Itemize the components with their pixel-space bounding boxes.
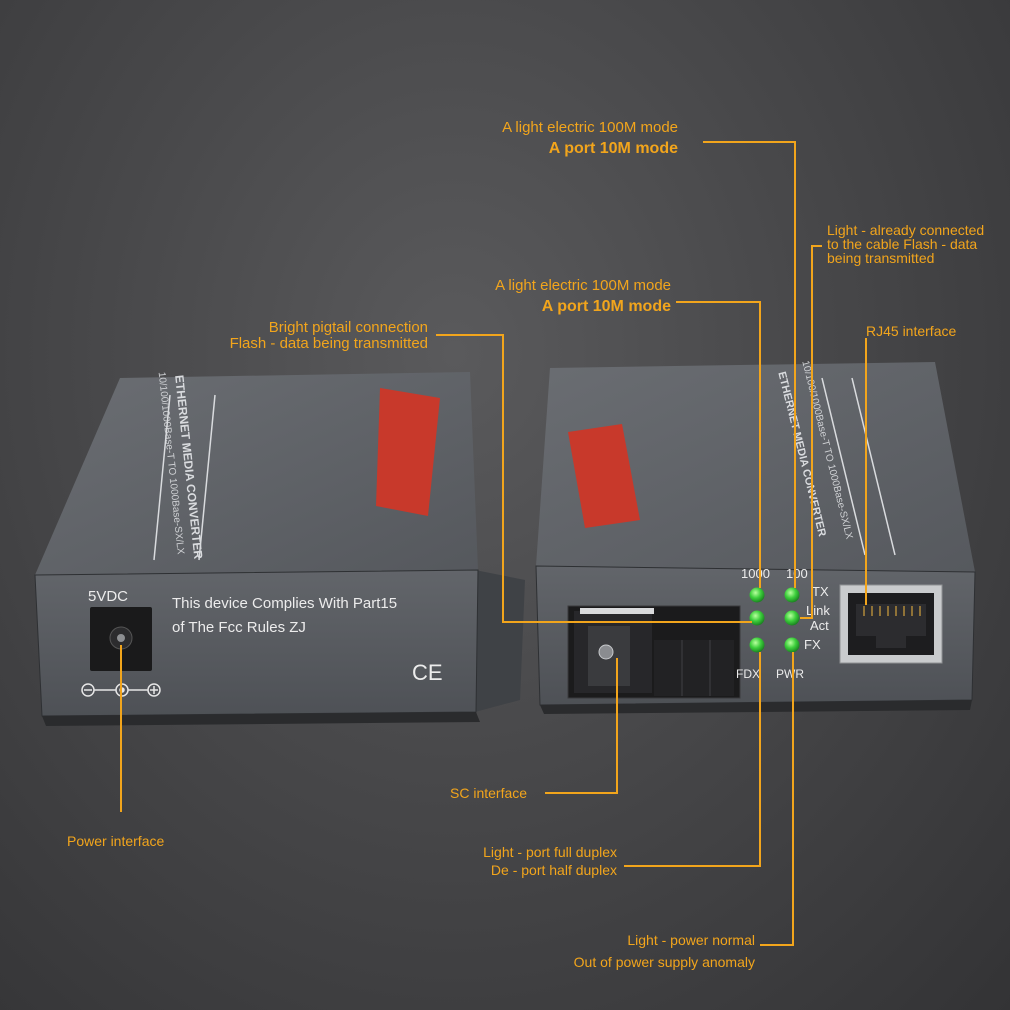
annotation-pwr-line1: Light - power normal xyxy=(627,932,755,948)
annotation-power: Power interface xyxy=(67,833,165,849)
led-label-fx: FX xyxy=(804,637,821,652)
led-label-pwr: PWR xyxy=(776,667,804,681)
led-label-link: Link xyxy=(806,603,830,618)
sc-fiber-port xyxy=(567,605,741,699)
annotation-fdx-line1: Light - port full duplex xyxy=(483,844,617,860)
annotation-pigtail-line2: Flash - data being transmitted xyxy=(229,335,428,352)
annotation-link-act-line1: Light - already connected xyxy=(827,222,985,238)
annotation-led-1000-line1: A light electric 100M mode xyxy=(495,277,671,294)
led-100 xyxy=(784,587,800,603)
right-media-converter: ETHERNET MEDIA CONVERTER 10/100/1000Base… xyxy=(535,360,976,714)
right-brand-label xyxy=(568,424,640,528)
led-label-100: 100 xyxy=(786,566,808,581)
led-fdx xyxy=(749,637,765,653)
led-panel xyxy=(749,587,800,653)
annotation-led-1000: A light electric 100M mode A port 10M mo… xyxy=(460,277,671,315)
annotation-link-act: Light - already connected to the cable F… xyxy=(827,223,984,265)
compliance-line-2: of The Fcc Rules ZJ xyxy=(172,619,306,636)
ce-mark: CE xyxy=(412,660,443,685)
led-pwr xyxy=(784,637,800,653)
annotation-fdx-line2: De - port half duplex xyxy=(490,862,617,878)
led-label-act: Act xyxy=(810,618,829,633)
annotation-pwr-line2: Out of power supply anomaly xyxy=(573,954,755,970)
left-media-converter: ETHERNET MEDIA CONVERTER 10/100/1000Base… xyxy=(34,371,525,726)
annotation-led-100: A light electric 100M mode A port 10M mo… xyxy=(470,119,678,157)
annotation-link-act-line3: being transmitted xyxy=(827,250,935,266)
led-label-1000: 1000 xyxy=(741,566,770,581)
annotation-led-100-line1: A light electric 100M mode xyxy=(502,119,678,136)
led-link-act xyxy=(784,610,800,626)
led-1000 xyxy=(749,587,765,603)
led-fdx-upper xyxy=(749,610,765,626)
led-label-fdx: FDX xyxy=(736,667,760,681)
compliance-line-1: This device Complies With Part15 xyxy=(172,595,397,612)
led-label-tx: TX xyxy=(812,584,829,599)
annotation-fdx: Light - port full duplex De - port half … xyxy=(440,843,617,879)
voltage-label: 5VDC xyxy=(88,588,128,605)
left-brand-label xyxy=(376,388,440,516)
annotation-link-act-line2: to the cable Flash - data xyxy=(827,236,978,252)
annotation-rj45: RJ45 interface xyxy=(866,323,957,339)
annotation-sc: SC interface xyxy=(450,785,528,801)
annotation-pigtail-line1: Bright pigtail connection xyxy=(268,319,428,336)
annotation-led-100-line2: A port 10M mode xyxy=(548,140,678,157)
annotation-pigtail: Bright pigtail connection Flash - data b… xyxy=(196,320,428,352)
rj45-port xyxy=(839,584,943,664)
leader-lines xyxy=(120,141,867,946)
annotation-led-1000-line2: A port 10M mode xyxy=(541,298,671,315)
annotation-pwr: Light - power normal Out of power supply… xyxy=(540,929,755,973)
